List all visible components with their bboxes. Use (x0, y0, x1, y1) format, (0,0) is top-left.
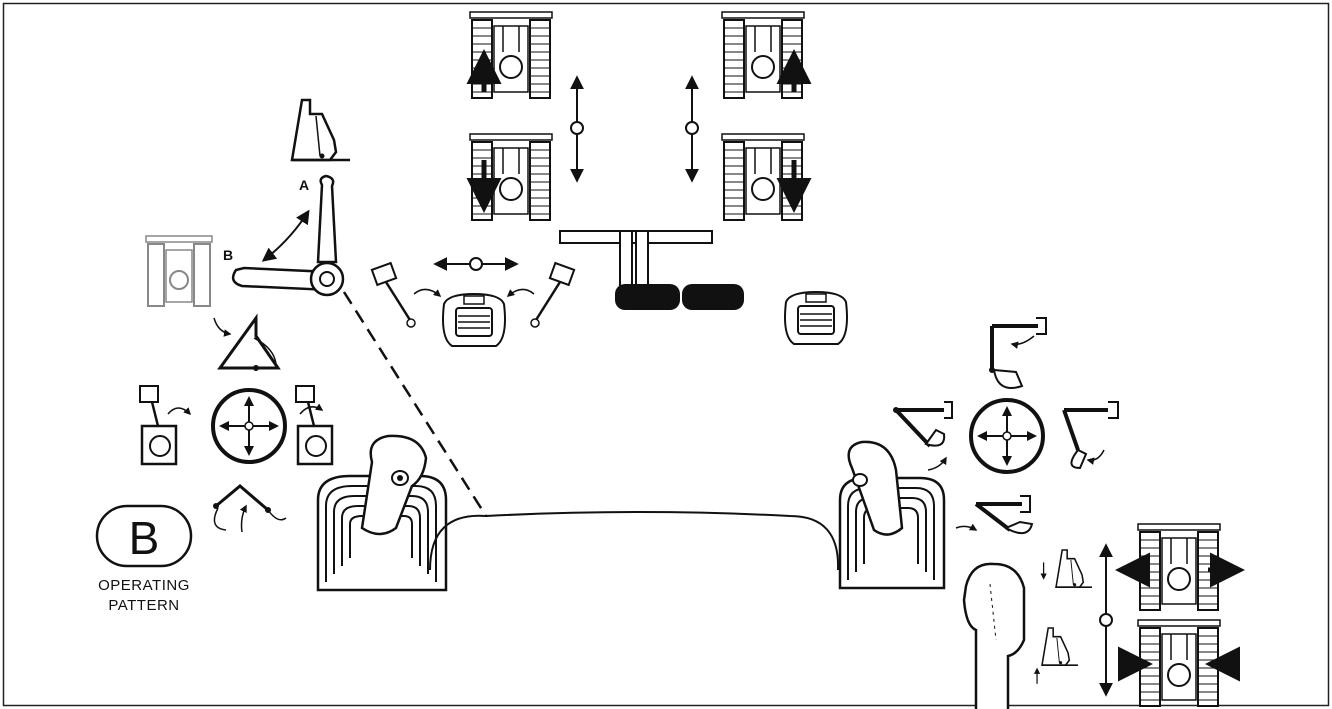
joystick-left-cross-icon (213, 390, 285, 462)
lever-label-b: B (223, 247, 233, 263)
joystick-right-icon (838, 440, 946, 590)
arm-in-icon (213, 484, 287, 533)
joystick-left-icon (316, 434, 448, 592)
crawler-travel-reverse-left-icon (466, 133, 553, 221)
seat-icon (442, 293, 506, 347)
pattern-letter: B (129, 512, 160, 564)
lever-lock-icon (231, 174, 488, 517)
swing-left-pattern-icon (138, 384, 192, 466)
bucket-curl-icon (891, 400, 954, 471)
crawler-travel-reverse-right-icon (721, 133, 812, 221)
seat-icon-right (784, 291, 848, 345)
swing-arrow-icon (413, 257, 535, 297)
crawler-travel-forward-left-icon (466, 11, 553, 99)
pattern-caption-2: PATTERN (108, 597, 179, 614)
boom-raise-icon (989, 317, 1047, 389)
travel-left-arrow-icon (570, 75, 584, 183)
pedal-icon (559, 230, 744, 310)
travel-right-arrow-icon (685, 75, 699, 183)
track-widen-icon (1115, 523, 1245, 611)
blade-up-icon (1040, 549, 1093, 588)
lever-label-a: A (299, 177, 309, 193)
blade-down-icon (1033, 627, 1079, 684)
operating-pattern-badge (95, 504, 193, 568)
blade-lever-icon (962, 562, 1026, 709)
arm-dump-icon (213, 313, 281, 371)
crawler-travel-forward-right-icon (721, 11, 812, 99)
blade-arrow-icon (1099, 543, 1113, 697)
swing-right-pattern-icon (294, 384, 334, 466)
boom-lower-icon (955, 495, 1034, 535)
pattern-caption-1: OPERATING (98, 577, 190, 594)
joystick-right-cross-icon (971, 400, 1043, 472)
track-narrow-icon (1118, 619, 1240, 707)
bucket-dump-icon (1062, 401, 1119, 470)
console-outline (429, 511, 840, 571)
